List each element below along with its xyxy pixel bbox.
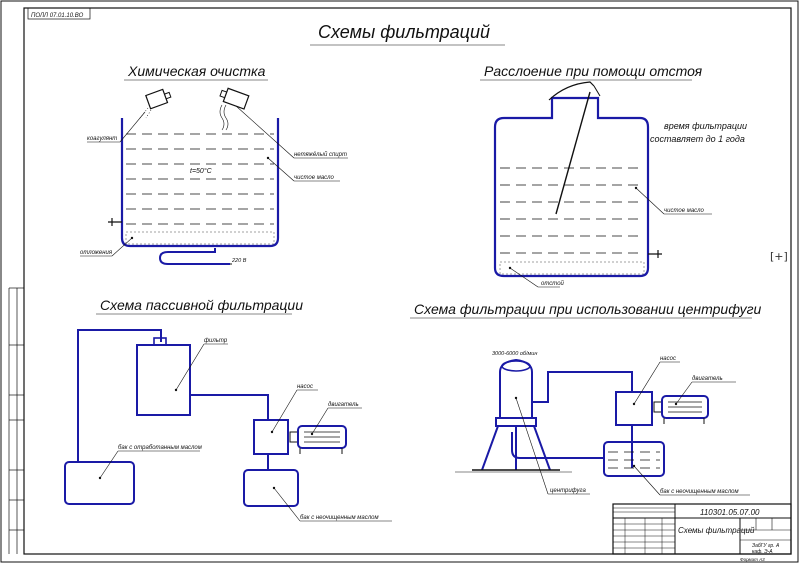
settling-note-line2: составляет до 1 года bbox=[650, 134, 745, 144]
settling-sediment-label: отстой bbox=[541, 280, 565, 287]
inner-frame bbox=[23, 7, 792, 555]
stamp-corner-box bbox=[27, 7, 91, 20]
title-block: 110301.05.07.00 Схемы фильтраций ЗабГУ г… bbox=[612, 503, 792, 562]
heater-coil bbox=[158, 248, 230, 265]
used-oil-tank bbox=[64, 461, 135, 505]
centrifuge-pump-label: насос bbox=[660, 356, 676, 362]
format-label: Формат А3 bbox=[740, 557, 765, 562]
temperature-label: t=50°C bbox=[190, 167, 213, 175]
settling-title: Расслоение при помощи отстоя bbox=[484, 63, 703, 79]
settling-lid bbox=[548, 81, 595, 101]
passive-title: Схема пассивной фильтрации bbox=[100, 297, 303, 313]
doc-number: 110301.05.07.00 bbox=[700, 508, 760, 517]
centrifuge-pump bbox=[615, 391, 653, 426]
passive-piping bbox=[77, 329, 269, 470]
reagent-bottle-left bbox=[145, 88, 172, 110]
chemical-cleaning-diagram: Химическая очистка 220 В bbox=[80, 63, 348, 265]
org-line2: каф. Э-А bbox=[752, 549, 773, 555]
settling-sediment bbox=[499, 261, 645, 275]
settling-tap bbox=[648, 250, 662, 258]
filter-cap bbox=[153, 337, 167, 346]
raw-oil-tank-passive bbox=[243, 469, 299, 507]
centrifuge-label: центрифуга bbox=[550, 488, 586, 494]
passive-filtration-diagram: Схема пассивной фильтрации фильтр насос … bbox=[64, 297, 392, 522]
chemical-tank bbox=[120, 118, 280, 248]
title-block-sheet-title: Схемы фильтраций bbox=[678, 526, 755, 535]
reagent-bottle-right bbox=[219, 87, 250, 110]
passive-pump bbox=[253, 419, 289, 455]
expand-icon[interactable]: [+] bbox=[770, 250, 788, 263]
centrifuge-diagram: Схема фильтрации при использовании центр… bbox=[410, 301, 761, 496]
settling-diagram: Расслоение при помощи отстоя время фильт… bbox=[480, 63, 747, 288]
passive-motor bbox=[289, 425, 347, 454]
settling-note-line1: время фильтрации bbox=[664, 121, 747, 131]
passive-motor-label: двигатель bbox=[328, 402, 359, 408]
centrifuge-motor-label: двигатель bbox=[692, 376, 723, 382]
chemical-title: Химическая очистка bbox=[127, 63, 266, 79]
centrifuge-unit bbox=[455, 358, 572, 473]
stamp-corner-text: ПОЛЛ 07.01.10.ВО bbox=[31, 13, 84, 19]
raw-oil-tank-passive-label: бак с неочищенным маслом bbox=[300, 515, 379, 521]
filter-label: фильтр bbox=[204, 338, 228, 344]
chemical-liquid-levels bbox=[126, 133, 274, 225]
settling-dipstick bbox=[555, 91, 591, 215]
left-binding-strip bbox=[8, 287, 24, 554]
sheet-title: Схемы фильтраций bbox=[318, 22, 490, 42]
centrifuge-tank-label: бак с неочищенным маслом bbox=[660, 489, 739, 495]
centrifuge-motor bbox=[653, 395, 709, 424]
sediment-label: отложения bbox=[80, 250, 113, 256]
settling-clean-oil-label: чистое масло bbox=[664, 208, 705, 214]
centrifuge-raw-oil-tank bbox=[603, 441, 665, 477]
centrifuge-piping bbox=[511, 371, 633, 468]
org-line1: ЗабГУ гр. А bbox=[752, 543, 780, 549]
settling-liquid-levels bbox=[500, 167, 644, 254]
reagent-label: коагулянт bbox=[87, 136, 117, 142]
passive-pump-label: насос bbox=[297, 384, 313, 390]
chemical-clean-oil-label: чистое масло bbox=[294, 175, 335, 181]
centrifuge-title: Схема фильтрации при использовании центр… bbox=[414, 301, 761, 317]
used-oil-tank-label: бак с отработанным маслом bbox=[118, 445, 202, 451]
chemical-tap bbox=[108, 218, 122, 226]
chemical-sediment-layer bbox=[125, 231, 275, 245]
centrifuge-speed-label: 3000-6000 об/мин bbox=[492, 351, 537, 357]
spirit-label: нетяжёлый спирт bbox=[294, 151, 347, 158]
settling-tank bbox=[493, 96, 650, 278]
voltage-label: 220 В bbox=[231, 258, 247, 264]
pouring-stream bbox=[139, 104, 229, 131]
